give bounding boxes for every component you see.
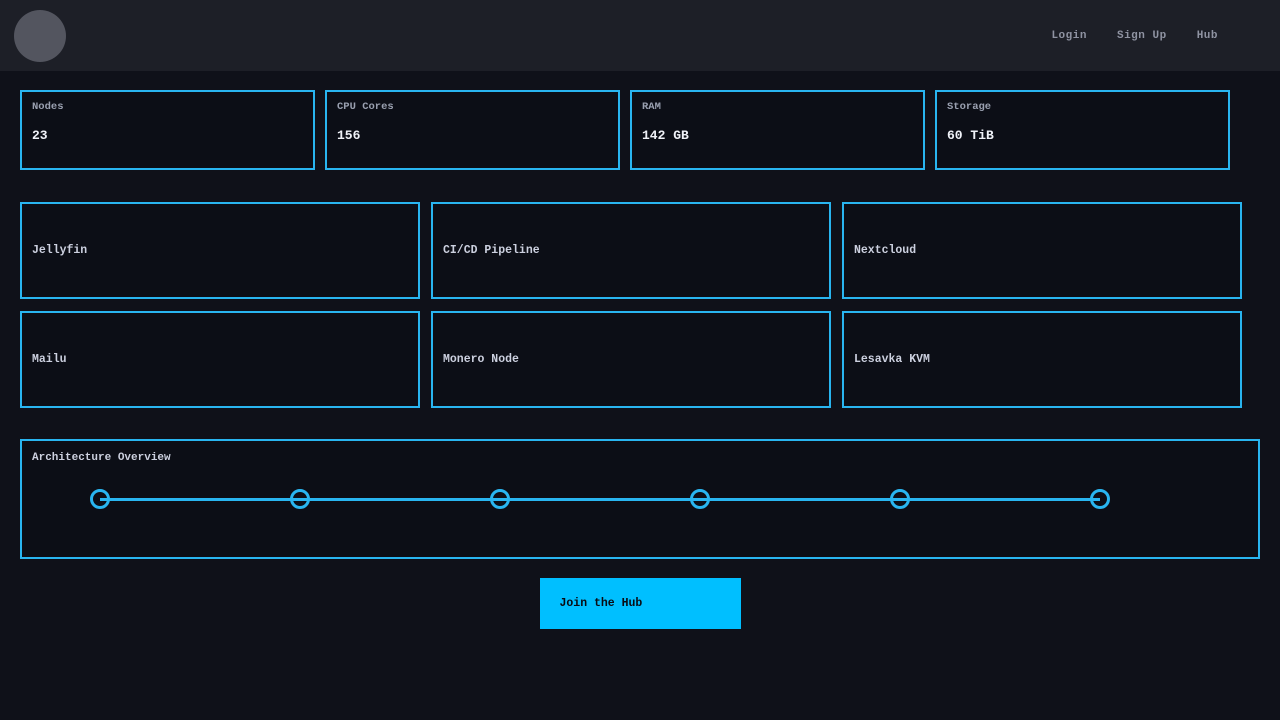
top-navbar: Login Sign Up Hub [0, 0, 1280, 71]
stat-card-cpu-cores: CPU Cores 156 [325, 90, 620, 170]
stat-label: CPU Cores [337, 101, 608, 113]
architecture-node [90, 489, 110, 509]
architecture-connector-line [100, 498, 1100, 501]
stat-label: Nodes [32, 101, 303, 113]
stat-value: 156 [337, 128, 608, 143]
nav-link-hub[interactable]: Hub [1197, 30, 1218, 42]
stat-card-nodes: Nodes 23 [20, 90, 315, 170]
architecture-node [490, 489, 510, 509]
architecture-overview-card: Architecture Overview [20, 439, 1260, 559]
stat-card-storage: Storage 60 TiB [935, 90, 1230, 170]
service-card-cicd-pipeline[interactable]: CI/CD Pipeline [431, 202, 831, 299]
service-card-nextcloud[interactable]: Nextcloud [842, 202, 1242, 299]
architecture-title: Architecture Overview [32, 452, 1248, 464]
stat-value: 23 [32, 128, 303, 143]
main-content: Nodes 23 CPU Cores 156 RAM 142 GB Storag… [0, 71, 1280, 629]
service-name: Monero Node [443, 353, 519, 366]
cta-row: Join the Hub [20, 578, 1260, 629]
service-name: Nextcloud [854, 244, 916, 257]
architecture-node [890, 489, 910, 509]
stat-value: 142 GB [642, 128, 913, 143]
stats-row: Nodes 23 CPU Cores 156 RAM 142 GB Storag… [20, 90, 1230, 170]
architecture-node [290, 489, 310, 509]
stat-card-ram: RAM 142 GB [630, 90, 925, 170]
service-card-jellyfin[interactable]: Jellyfin [20, 202, 420, 299]
join-hub-button[interactable]: Join the Hub [540, 578, 741, 629]
nav-links: Login Sign Up Hub [1051, 30, 1218, 42]
service-name: Mailu [32, 353, 67, 366]
architecture-node [690, 489, 710, 509]
service-card-mailu[interactable]: Mailu [20, 311, 420, 408]
site-logo[interactable] [14, 10, 66, 62]
service-name: Lesavka KVM [854, 353, 930, 366]
nav-link-login[interactable]: Login [1051, 30, 1087, 42]
service-card-lesavka-kvm[interactable]: Lesavka KVM [842, 311, 1242, 408]
stat-label: RAM [642, 101, 913, 113]
stat-value: 60 TiB [947, 128, 1218, 143]
service-name: Jellyfin [32, 244, 87, 257]
stat-label: Storage [947, 101, 1218, 113]
nav-link-signup[interactable]: Sign Up [1117, 30, 1167, 42]
services-grid: Jellyfin CI/CD Pipeline Nextcloud Mailu … [20, 202, 1242, 408]
architecture-node [1090, 489, 1110, 509]
service-card-monero-node[interactable]: Monero Node [431, 311, 831, 408]
service-name: CI/CD Pipeline [443, 244, 540, 257]
